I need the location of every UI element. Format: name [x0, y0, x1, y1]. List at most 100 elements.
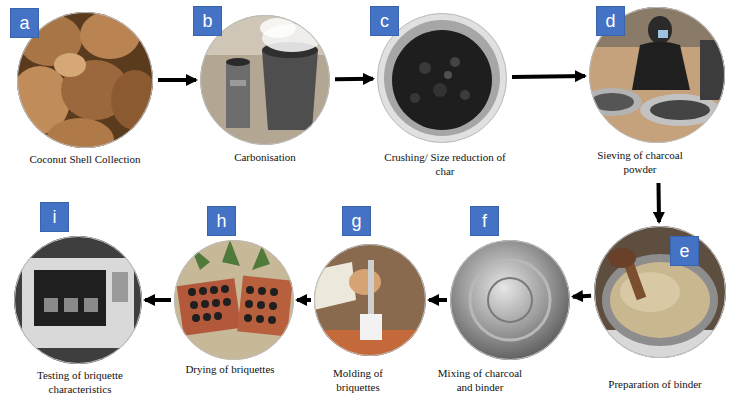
coconut-photo-part: [54, 53, 86, 77]
molding-photo: [314, 244, 426, 356]
testing-photo-part: [84, 298, 98, 312]
crushed-char-photo-part: [384, 20, 500, 136]
drying-photo-part-part: [203, 313, 211, 321]
step-caption: Drying of briquettes: [170, 362, 290, 376]
sieving-photo-part: [650, 100, 710, 120]
drying-photo-part-part: [199, 287, 207, 295]
drying-photo-part-part: [257, 301, 265, 309]
circle-outline: [594, 226, 726, 358]
drying-photo-part-part: [270, 288, 278, 296]
circle-outline: [315, 245, 426, 356]
step-letter: e: [670, 236, 699, 266]
binder-photo-part: [594, 226, 726, 358]
circle-outline: [595, 227, 726, 358]
crushed-char-photo-part: [444, 71, 452, 79]
drying-photo-part-part: [223, 298, 231, 306]
drying-photo-part: [237, 276, 293, 337]
step-letter: i: [40, 202, 69, 232]
flow-arrow: [158, 78, 196, 82]
circle-outline: [451, 241, 570, 360]
flow-arrow: [512, 76, 585, 77]
molding-photo-part: [360, 314, 382, 340]
molding-photo-part: [368, 260, 374, 316]
step-caption: Carbonisation: [205, 150, 325, 164]
step-letter: f: [470, 206, 499, 236]
crushed-char-photo-part: [392, 30, 492, 130]
drying-photo-part-part: [201, 300, 209, 308]
sieving-photo: [582, 7, 730, 143]
process-step: hDrying of briquettes: [174, 240, 294, 360]
drying-photo-part-part: [268, 316, 276, 324]
flow-arrow: [573, 294, 591, 299]
sieving-photo-part: [700, 40, 730, 100]
circle-outline: [450, 240, 570, 360]
step-letter: h: [207, 206, 236, 236]
drying-photo-part-part: [246, 286, 254, 294]
sieving-photo-part: [590, 93, 634, 111]
drying-photo-part-part: [212, 299, 220, 307]
circle-outline: [15, 237, 142, 364]
step-caption: Coconut Shell Collection: [15, 152, 155, 166]
circle-outline: [314, 244, 426, 356]
drying-photo-part-part: [192, 314, 200, 322]
step-caption: Preparation of binder: [590, 377, 720, 391]
drying-photo-part-part: [221, 285, 229, 293]
mixing-photo: [450, 240, 570, 360]
process-step: fMixing of charcoal and binder: [450, 240, 570, 360]
crushed-char-photo-part: [410, 93, 420, 103]
process-step: aCoconut Shell Collection: [17, 12, 153, 148]
drying-photo-part-part: [214, 312, 222, 320]
flow-arrow: [335, 77, 373, 81]
process-step: dSieving of charcoal powder: [589, 7, 725, 143]
coconut-photo-part: [80, 11, 140, 59]
testing-photo-part: [14, 236, 142, 364]
drying-photo-part-part: [256, 315, 264, 323]
drying-photo-part-part: [190, 301, 198, 309]
flow-arrow: [429, 298, 447, 302]
binder-photo-part: [610, 262, 710, 338]
testing-photo: [14, 236, 142, 364]
flow-arrow: [297, 298, 311, 302]
carbonisation-photo-part: [262, 50, 318, 130]
carbonisation-photo-part: [230, 80, 246, 86]
crushed-char-photo-part: [450, 57, 460, 67]
testing-photo-part: [44, 298, 58, 312]
process-step: gMolding of briquettes: [314, 244, 426, 356]
flow-arrow: [656, 183, 661, 222]
drying-photo-part-part: [245, 300, 253, 308]
drying-photo-part-part: [258, 287, 266, 295]
drying-photo-part: [190, 240, 270, 270]
mixing-photo-part: [450, 240, 570, 360]
step-letter: a: [10, 8, 39, 38]
circle-outline: [174, 240, 294, 360]
binder-photo-part: [608, 248, 636, 268]
step-letter: b: [193, 6, 222, 36]
circle-outline: [14, 236, 142, 364]
binder-photo: [594, 226, 726, 360]
carbonisation-photo-part: [226, 62, 250, 128]
molding-photo-part: [314, 244, 426, 356]
step-letter: d: [596, 6, 625, 36]
mixing-photo-part: [488, 278, 532, 322]
sieving-photo-part: [648, 16, 672, 44]
molding-photo-part: [314, 262, 356, 310]
sieving-photo-part: [658, 30, 668, 38]
flow-arrow: [145, 298, 171, 302]
drying-photo-part-part: [244, 314, 252, 322]
testing-photo-part: [64, 298, 78, 312]
sieving-photo-part: [582, 88, 642, 116]
drying-photo: [174, 240, 294, 360]
step-caption: Testing of briquette characteristics: [28, 368, 132, 396]
testing-photo-part: [112, 272, 128, 302]
testing-photo-part: [22, 258, 134, 348]
process-step: iTesting of briquette characteristics: [14, 236, 142, 364]
process-step: cCrushing/ Size reduction of char: [377, 13, 507, 143]
sieving-photo-part: [632, 42, 690, 91]
step-caption: Crushing/ Size reduction of char: [381, 150, 509, 178]
step-caption: Mixing of charcoal and binder: [431, 366, 529, 394]
drying-photo-part: [174, 240, 294, 360]
testing-photo-part: [34, 270, 106, 326]
crushed-char-photo-part: [460, 90, 470, 100]
